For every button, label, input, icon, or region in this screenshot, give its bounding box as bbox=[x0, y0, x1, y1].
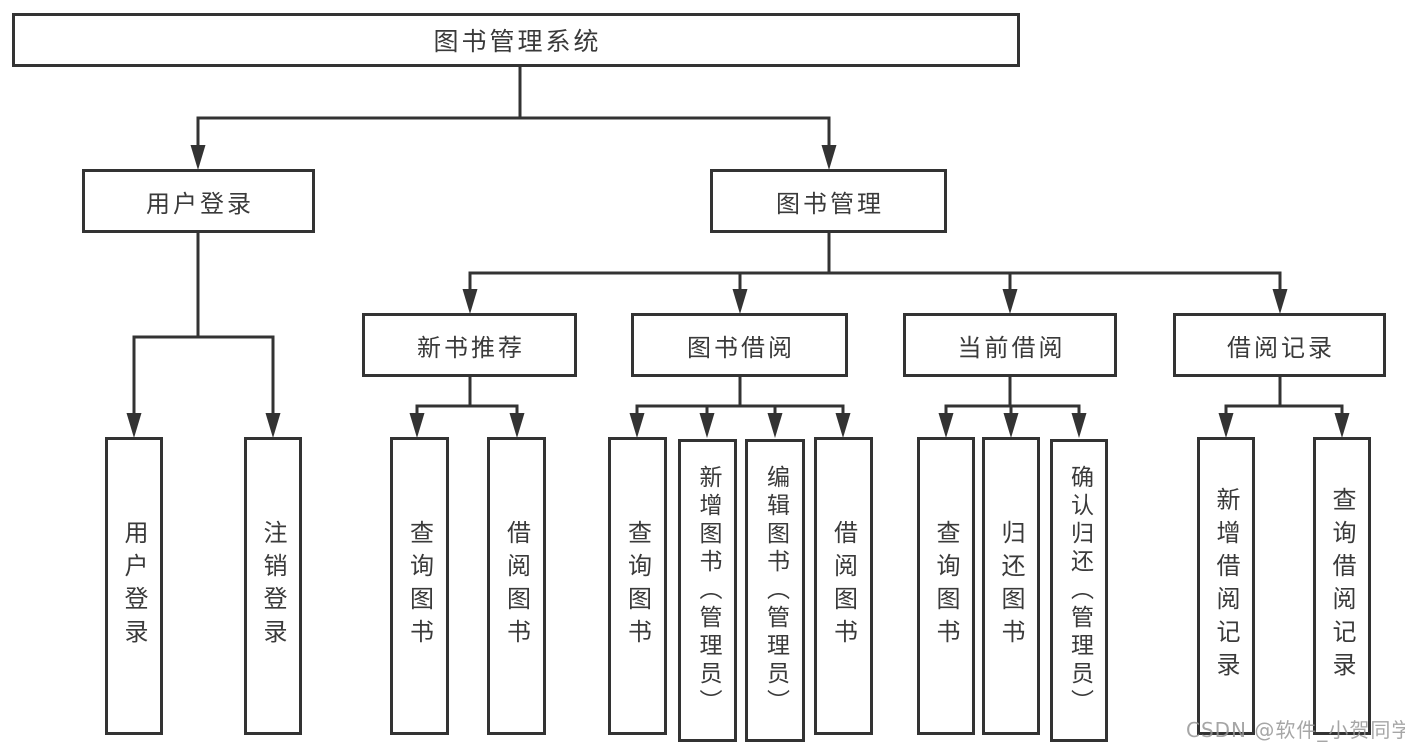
connector-book-management-children bbox=[468, 233, 1282, 289]
node-book-management: 图书管理 bbox=[710, 169, 947, 233]
connector-new-books-children bbox=[415, 377, 519, 413]
arrowhead bbox=[699, 413, 715, 438]
arrowhead bbox=[732, 289, 748, 314]
connector-borrowing-records-children bbox=[1224, 377, 1344, 413]
node-book-management-system: 图书管理系统 bbox=[12, 13, 1020, 67]
leaf-add-books-admin: 新增图书（管理员） bbox=[678, 439, 737, 742]
connector-root-to-level2 bbox=[196, 67, 831, 146]
arrowhead bbox=[1071, 413, 1087, 438]
arrowhead bbox=[629, 413, 645, 438]
leaf-confirm-return-admin: 确认归还（管理员） bbox=[1050, 439, 1108, 742]
leaf-query-books: 查询图书 bbox=[608, 437, 667, 735]
connector-user-login-children bbox=[132, 233, 275, 413]
arrowhead bbox=[767, 413, 783, 438]
leaf-add-borrow-record: 新增借阅记录 bbox=[1197, 437, 1255, 735]
leaf-user-login: 用户登录 bbox=[105, 437, 163, 735]
leaf-query-borrow-record: 查询借阅记录 bbox=[1313, 437, 1371, 735]
node-current-borrowing: 当前借阅 bbox=[903, 313, 1117, 377]
node-borrowing-records: 借阅记录 bbox=[1173, 313, 1386, 377]
arrowhead bbox=[938, 413, 954, 438]
arrowhead bbox=[126, 413, 142, 438]
leaf-query-books: 查询图书 bbox=[390, 437, 449, 735]
arrowhead bbox=[835, 413, 851, 438]
leaf-logout: 注销登录 bbox=[244, 437, 302, 735]
connector-current-borrowing-children bbox=[944, 377, 1081, 413]
leaf-return-books: 归还图书 bbox=[982, 437, 1040, 735]
arrowhead bbox=[462, 289, 478, 314]
arrowhead bbox=[409, 413, 425, 438]
arrowhead bbox=[1003, 413, 1019, 438]
arrowhead bbox=[1272, 289, 1288, 314]
leaf-borrow-books: 借阅图书 bbox=[487, 437, 546, 735]
leaf-edit-books-admin: 编辑图书（管理员） bbox=[745, 439, 805, 742]
connector-book-borrowing-children bbox=[635, 377, 845, 413]
arrowhead bbox=[1334, 413, 1350, 438]
arrowhead bbox=[1002, 289, 1018, 314]
leaf-query-books: 查询图书 bbox=[917, 437, 975, 735]
arrowhead bbox=[1218, 413, 1234, 438]
arrowhead bbox=[821, 145, 837, 170]
node-new-book-recommendation: 新书推荐 bbox=[362, 313, 577, 377]
leaf-borrow-books: 借阅图书 bbox=[814, 437, 873, 735]
watermark-text: CSDN @软件_小贺同学 bbox=[1186, 718, 1405, 742]
node-user-login: 用户登录 bbox=[82, 169, 315, 233]
node-book-borrowing: 图书借阅 bbox=[631, 313, 848, 377]
arrowhead bbox=[509, 413, 525, 438]
arrowhead bbox=[265, 413, 281, 438]
arrowhead bbox=[190, 145, 206, 170]
